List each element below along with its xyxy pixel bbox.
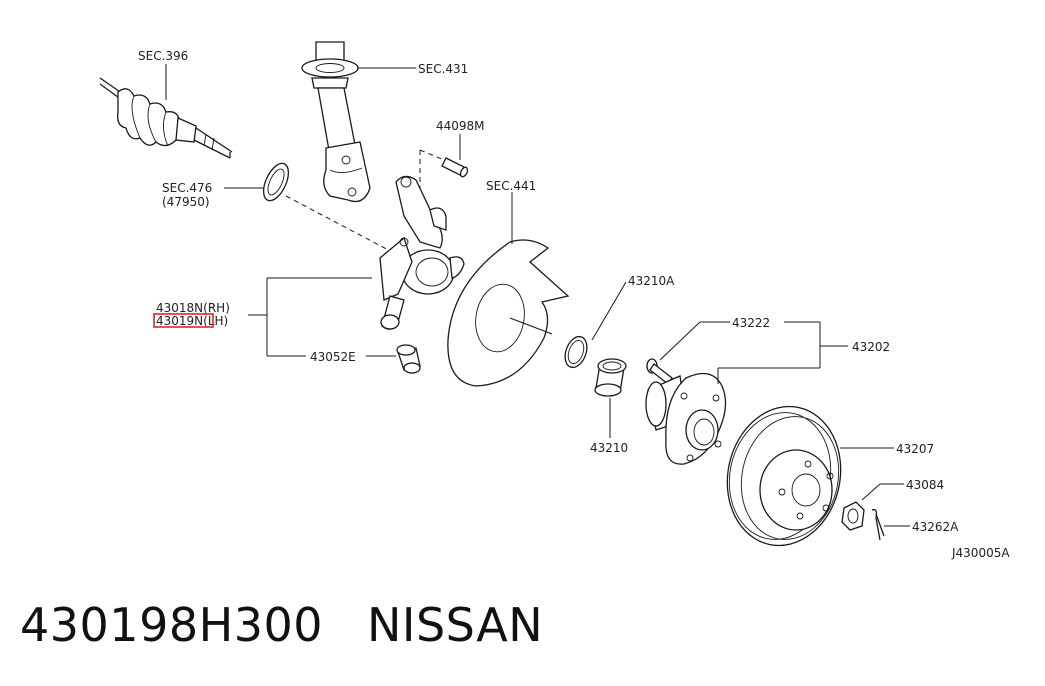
label-43222: 43222 [732,316,770,330]
cotter-pin [871,509,885,541]
strut-assembly [301,41,371,203]
diagram-code: J430005A [951,546,1010,560]
label-43019n-lh: 43019N(LH) [156,314,228,328]
wheel-bearing [594,358,627,397]
label-sec476-sub: (47950) [162,195,210,209]
snap-ring [564,335,588,369]
label-43210: 43210 [590,441,628,455]
caption: 430198H300 NISSAN [20,598,587,652]
seal-ring [262,162,290,202]
label-43052e: 43052E [310,350,356,364]
part-number: 430198H300 [20,598,323,652]
label-sec396: SEC.396 [138,49,188,63]
label-44098m: 44098M [436,119,485,133]
label-sec476: SEC.476 [162,181,212,195]
wheel-hub [645,372,727,465]
hub-nut [841,501,865,531]
stud-bolt [441,157,469,178]
label-43084: 43084 [906,478,944,492]
label-43202: 43202 [852,340,890,354]
assembly-axis-line [285,195,397,255]
hub-bolt [646,358,673,385]
dust-shield [447,239,570,387]
label-43210a: 43210A [628,274,675,288]
label-sec441: SEC.441 [486,179,536,193]
label-43262a: 43262A [912,520,959,534]
label-43018n-rh: 43018N(RH) [156,301,230,315]
bushing [396,344,421,374]
brake-rotor [726,405,842,547]
steering-knuckle [379,175,465,330]
label-sec431: SEC.431 [418,62,468,76]
label-43207: 43207 [896,442,934,456]
highlight-box [153,313,214,328]
brand-name: NISSAN [367,598,544,652]
drive-shaft [99,77,233,159]
